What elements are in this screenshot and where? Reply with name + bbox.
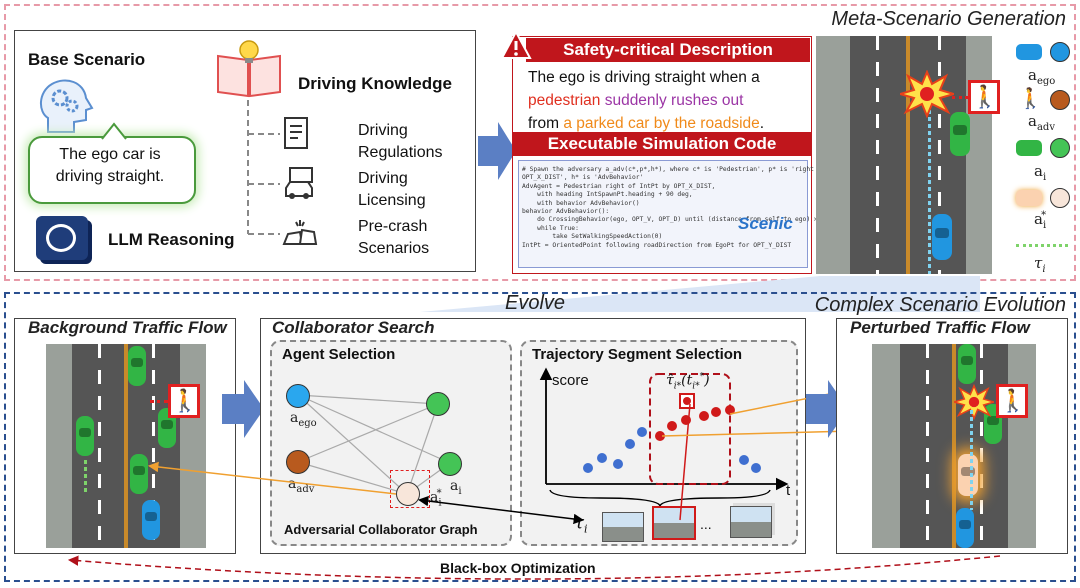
node-star-box: [390, 470, 430, 508]
desc-part-1: The ego is driving straight when a: [528, 69, 760, 86]
document-icon: [284, 117, 308, 149]
desc-part-4: .: [759, 115, 765, 132]
code-line: IntPt = OrientedPoint following roadDire…: [522, 241, 792, 249]
br-green-car-1: [958, 344, 976, 384]
blackbox-label: Black-box Optimization: [440, 560, 596, 576]
thumb-2: [652, 506, 696, 540]
code-area: [518, 160, 808, 268]
bl-green-car-3: [76, 416, 94, 456]
br-collaborator-car: [958, 454, 978, 496]
license-car-icon: [285, 167, 313, 199]
score-label: score: [552, 372, 589, 389]
legend-tau-label: τi: [1034, 254, 1046, 275]
legend-adv-label: aadv: [1028, 112, 1055, 133]
legend-star-label: ai*: [1034, 210, 1047, 231]
scenic-logo: Scenic: [738, 214, 793, 233]
br-crash-burst: [954, 384, 994, 420]
llm-reasoning-label: LLM Reasoning: [108, 230, 235, 249]
evolution-panel: [4, 292, 1076, 582]
br-ego-trajectory: [970, 410, 973, 510]
br-pedestrian-icon: 🚶: [996, 384, 1028, 418]
br-ego-car: [956, 508, 974, 548]
warning-icon: [500, 30, 532, 59]
node-i-1: [426, 392, 450, 416]
agent-selection-title: Agent Selection: [282, 346, 396, 363]
base-scenario-label: Base Scenario: [28, 50, 146, 69]
llm-chip-icon: [36, 216, 88, 260]
thumb-3: [730, 506, 772, 538]
code-line: behavior AdvBehavior():: [522, 208, 610, 216]
code-line: while True:: [522, 224, 579, 232]
top-green-car: [950, 112, 970, 156]
t-label: t: [786, 482, 791, 499]
desc-part-2: suddenly rushes out: [600, 92, 744, 109]
safety-description: The ego is driving straight when a pedes…: [528, 66, 798, 135]
node-i-2: [438, 452, 462, 476]
node-ego: [286, 384, 310, 408]
crash-cars-icon: [282, 220, 318, 245]
book-lightbulb-icon: [217, 40, 281, 98]
knowledge-item-licensing: Driving Licensing: [358, 170, 426, 209]
bubble-text: The ego car is driving straight.: [55, 146, 165, 185]
trajectory-title: Trajectory Segment Selection: [532, 346, 743, 363]
code-title: Executable Simulation Code: [512, 132, 812, 156]
tau-hat-label: τ̂i*(ti**): [666, 372, 710, 392]
legend-ego-label: aego: [1028, 66, 1056, 87]
graph-caption: Adversarial Collaborator Graph: [284, 522, 478, 537]
speech-bubble: [28, 136, 196, 204]
code-line: OPT_X_DIST', h* is 'AdvBehavior': [522, 174, 644, 182]
bl-green-dotted: [84, 460, 87, 494]
knowledge-item-precrash: Pre-crash Scenarios: [358, 218, 430, 257]
evolve-label: Evolve: [505, 292, 566, 314]
bubble-tail: [101, 122, 127, 140]
bottom-right-road: [872, 344, 1036, 548]
node-adv-label: aadv: [288, 476, 315, 495]
bl-red-dotted: [150, 400, 168, 403]
top-crash-burst: [900, 70, 954, 118]
thumb-ellipsis: ...: [700, 516, 712, 532]
code-text: # Spawn the adversary a_adv(c*,p*,h*), w…: [522, 166, 859, 250]
top-red-dotted: [952, 96, 968, 99]
node-adv: [286, 450, 310, 474]
driving-knowledge-label: Driving Knowledge: [298, 74, 452, 93]
code-line: with heading IntSpawnPt.heading + 90 deg…: [522, 191, 693, 199]
collaborator-title: Collaborator Search: [272, 318, 435, 337]
thumb-1: [602, 512, 644, 542]
desc-part-3: from: [528, 115, 564, 132]
bl-ego-car: [142, 500, 160, 540]
desc-parked-car: a parked car by the roadside: [563, 115, 760, 132]
bl-green-car-2: [158, 408, 176, 448]
flow-arrow-1: [478, 122, 516, 180]
bl-green-car-1: [128, 346, 146, 386]
legend-i-label: ai: [1034, 162, 1047, 183]
safety-title: Safety-critical Description: [526, 38, 810, 62]
legend-tau-line: [1016, 244, 1068, 247]
node-ego-label: aego: [290, 410, 317, 429]
flow-arrow-2: [222, 380, 264, 438]
meta-scenario-title: Meta-Scenario Generation: [831, 8, 1066, 30]
knowledge-tree-lines: [247, 100, 280, 235]
node-i-label: ai: [450, 478, 462, 497]
agent-graph-edges: [297, 394, 451, 495]
evolve-funnel: [420, 276, 980, 312]
node-star: [396, 482, 420, 506]
desc-pedestrian: pedestrian: [528, 92, 601, 109]
code-line: AdvAgent = Pedestrian right of IntPt by …: [522, 182, 716, 190]
bl-green-car-4: [130, 454, 148, 494]
code-line: take SetWalkingSpeedAction(0): [522, 233, 663, 241]
bl-pedestrian-icon: 🚶: [168, 384, 200, 418]
top-pedestrian-icon: 🚶: [968, 80, 1000, 114]
meta-scenario-panel: [4, 4, 1076, 281]
evolution-title: Complex Scenario Evolution: [814, 294, 1066, 316]
code-line: with behavior AdvBehavior(): [522, 199, 640, 207]
background-flow-title: Background Traffic Flow: [28, 318, 227, 337]
perturbed-flow-title: Perturbed Traffic Flow: [850, 318, 1030, 337]
top-ego-car: [932, 214, 952, 260]
knowledge-item-regulations: Driving Regulations: [358, 122, 443, 161]
head-gears-icon: [40, 79, 94, 133]
